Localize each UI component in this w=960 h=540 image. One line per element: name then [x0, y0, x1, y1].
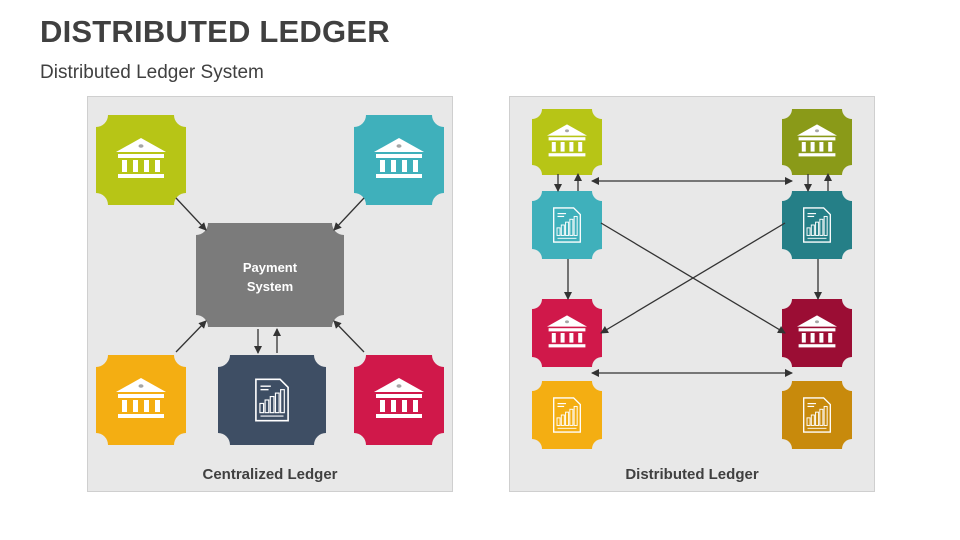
distributed-right-ledger-top-shape: [782, 191, 852, 259]
distributed-left-ledger-bottom-shape: [532, 381, 602, 449]
distributed-arrows: [554, 173, 832, 377]
distributed-left-ledger-bottom: [532, 381, 602, 449]
distributed-diagram: [532, 109, 852, 449]
distributed-right-ledger-top: [782, 191, 852, 259]
bank-icon: [797, 315, 837, 348]
ledger-document-icon: [553, 397, 581, 433]
arrow-cross-r-ledger-to-l-bank: [600, 222, 786, 334]
distributed-ledger-panel: Distributed Ledger: [509, 96, 875, 492]
distributed-right-bank-top: [782, 109, 852, 175]
bank-icon: [547, 315, 587, 348]
hub-label-line1: Payment: [243, 260, 298, 275]
centralized-arrows: [175, 197, 365, 354]
centralized-bank-top-right-shape: [354, 115, 444, 205]
centralized-bank-bottom-right: [354, 355, 444, 445]
arrow-bottomright-to-hub: [333, 320, 365, 353]
distributed-right-bank-mid: [782, 299, 852, 367]
distributed-left-bank-top: [532, 109, 602, 175]
centralized-bank-top-right: [354, 115, 444, 205]
distributed-right-bank-mid-shape: [782, 299, 852, 367]
bank-icon: [116, 138, 166, 178]
bank-icon: [116, 378, 166, 418]
centralized-diagram: Payment System: [96, 115, 444, 445]
distributed-left-bank-mid: [532, 299, 602, 367]
distributed-right-ledger-bottom-shape: [782, 381, 852, 449]
centralized-bank-top-left: [96, 115, 186, 205]
centralized-ledger-bottom-center: [218, 355, 326, 445]
hub-label-line2: System: [247, 279, 293, 294]
distributed-left-bank-top-shape: [532, 109, 602, 175]
ledger-document-icon: [803, 207, 831, 243]
distributed-left-ledger-top: [532, 191, 602, 259]
centralized-ledger-panel: Payment System Centralized Ledger: [87, 96, 453, 492]
bank-icon: [374, 138, 424, 178]
bank-icon: [374, 378, 424, 418]
centralized-caption: Centralized Ledger: [202, 466, 338, 483]
bank-icon: [797, 124, 837, 157]
page-title: DISTRIBUTED LEDGER: [40, 14, 390, 49]
distributed-left-bank-mid-shape: [532, 299, 602, 367]
distributed-caption: Distributed Ledger: [625, 466, 759, 483]
centralized-ledger-bottom-center-shape: [218, 355, 326, 445]
distributed-right-ledger-bottom: [782, 381, 852, 449]
centralized-bank-bottom-left-shape: [96, 355, 186, 445]
payment-system-hub: [196, 223, 344, 327]
distributed-right-bank-top-shape: [782, 109, 852, 175]
arrow-topleft-to-hub: [175, 197, 207, 231]
ledger-document-icon: [553, 207, 581, 243]
bank-icon: [547, 124, 587, 157]
ledger-document-icon: [255, 378, 289, 422]
centralized-bank-bottom-right-shape: [354, 355, 444, 445]
ledger-document-icon: [803, 397, 831, 433]
arrow-topright-to-hub: [333, 197, 365, 231]
arrow-bottomleft-from-hub: [175, 320, 207, 353]
centralized-bank-bottom-left: [96, 355, 186, 445]
centralized-bank-top-left-shape: [96, 115, 186, 205]
page-subtitle: Distributed Ledger System: [40, 62, 264, 83]
distributed-left-ledger-top-shape: [532, 191, 602, 259]
payment-system-hub-shape: [196, 223, 344, 327]
